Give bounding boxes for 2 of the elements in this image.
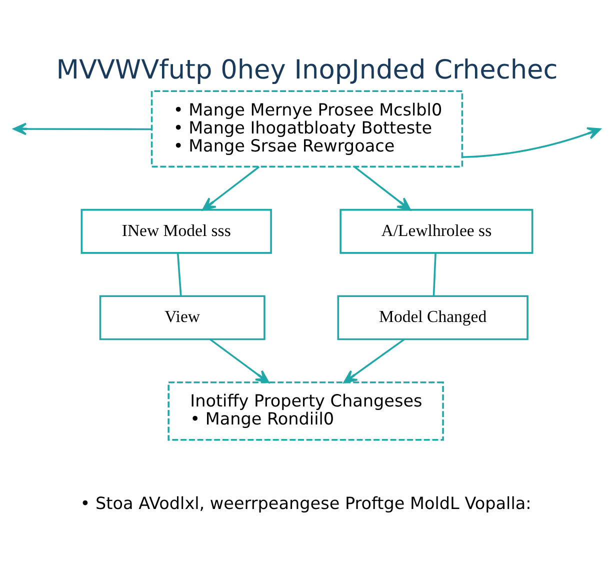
diagram-title: MVVWVfutp 0hey InopJnded Crhechec: [56, 55, 558, 86]
label: • Stoa AVodlxl, weerrpeangese Proftge MoldL Vopalla:: [80, 492, 532, 513]
